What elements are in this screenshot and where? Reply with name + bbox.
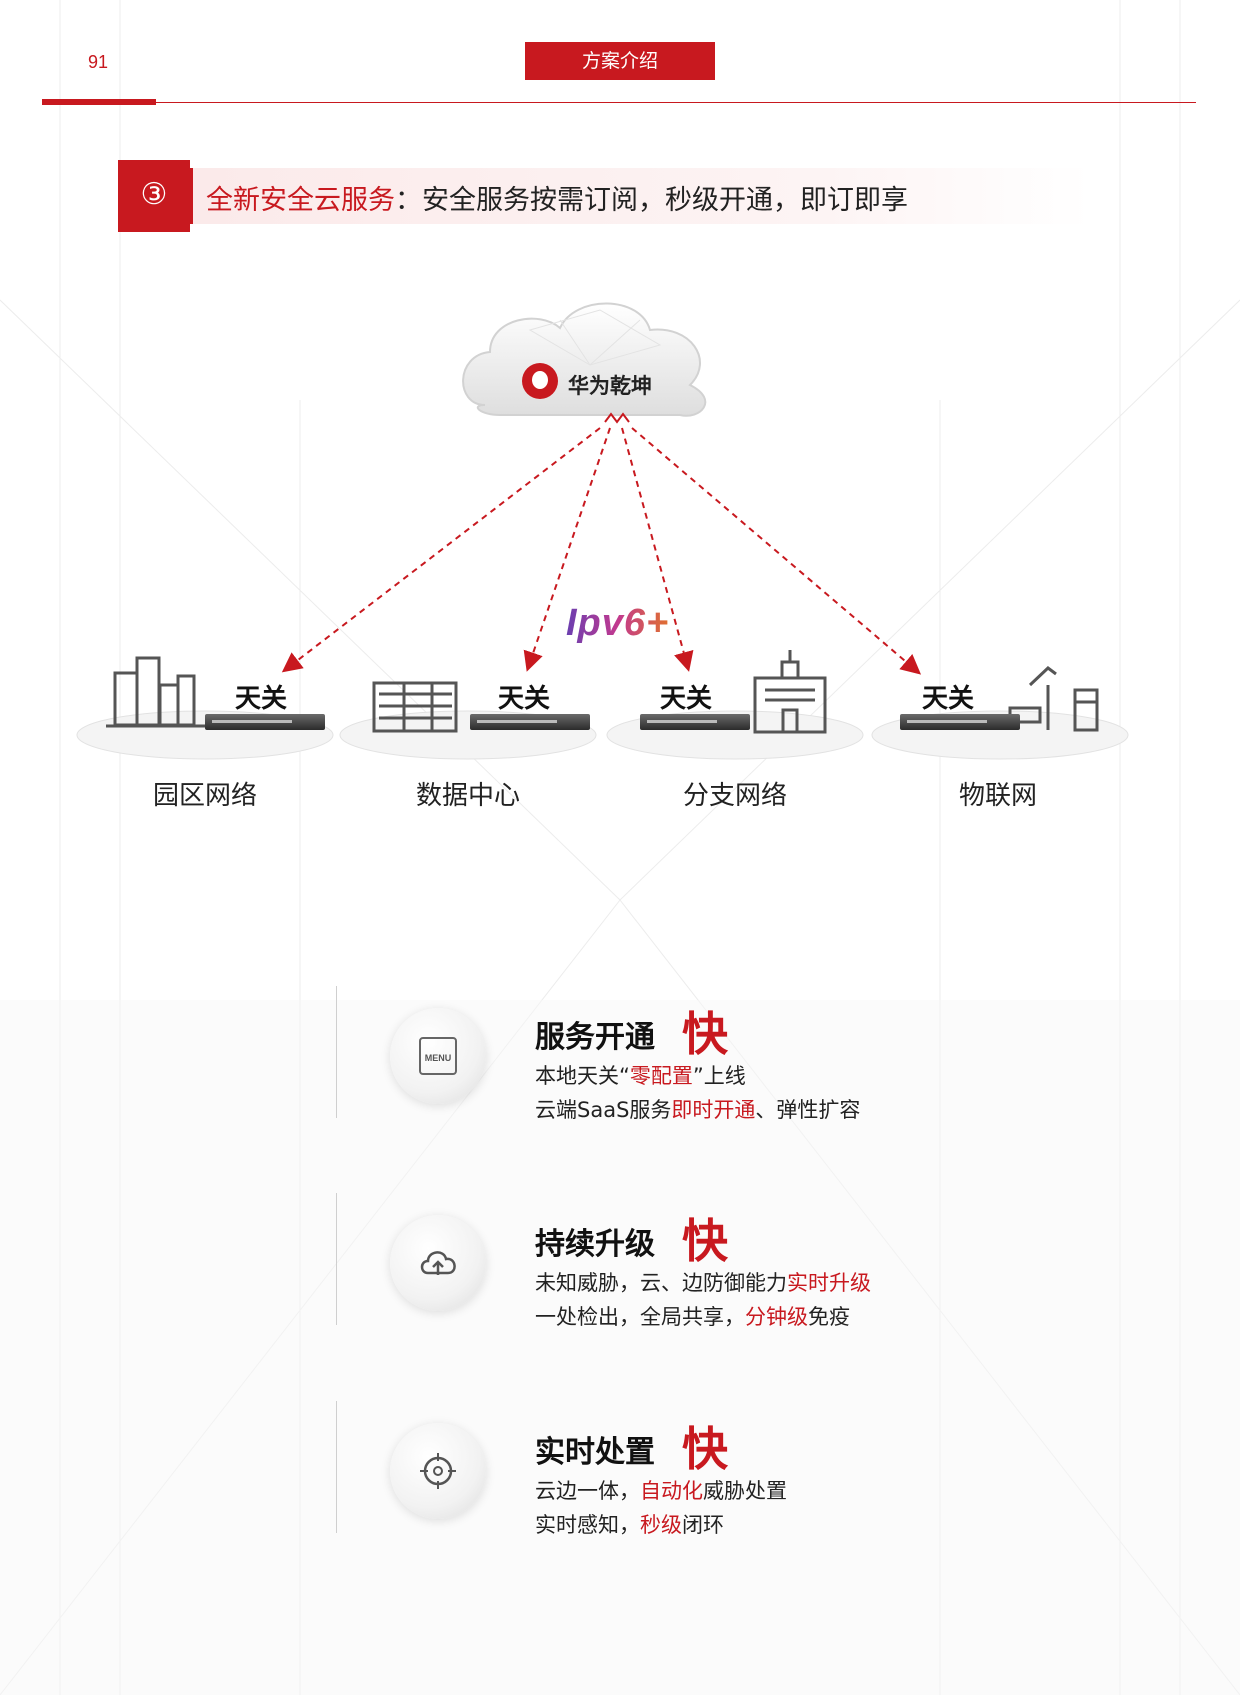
connection-arrows xyxy=(281,427,922,675)
feature-title: 实时处置 xyxy=(535,1435,655,1470)
divider xyxy=(336,1401,337,1533)
gateway-devices xyxy=(205,714,1020,730)
feature-fast: 快 xyxy=(682,1007,728,1061)
section-title-rest: ：安全服务按需订阅，秒级开通，即订即享 xyxy=(395,185,908,216)
header-rule-accent xyxy=(42,99,156,105)
svg-text:MENU: MENU xyxy=(425,1053,452,1063)
target-icon xyxy=(390,1423,486,1519)
huawei-qiankun-logo xyxy=(522,363,558,399)
site-label-datacenter: 数据中心 xyxy=(415,781,520,811)
menu-icon: MENU xyxy=(390,1008,486,1104)
branch-building-icon xyxy=(753,650,827,734)
ipv6-badge: Ipv6+ xyxy=(566,602,670,644)
feature-fast: 快 xyxy=(682,1214,728,1268)
page-number: 91 xyxy=(88,52,109,72)
site-label-iot: 物联网 xyxy=(958,781,1037,811)
network-diagram: 华为乾坤 Ipv6+ 天关 天关 天关 天关 园区网络 数据中心 分支网络 物联… xyxy=(0,290,1240,850)
site-label-campus: 园区网络 xyxy=(152,781,257,811)
feature-line: 本地天关“零配置”上线 xyxy=(535,1064,746,1088)
campus-buildings-icon xyxy=(106,656,205,728)
feature-item: MENU 服务开通 快 本地天关“零配置”上线 云端SaaS服务即时开通、弹性扩… xyxy=(330,986,1030,1138)
gateway-label: 天关 xyxy=(498,684,551,714)
feature-line: 云边一体，自动化威胁处置 xyxy=(535,1479,787,1503)
feature-item: 持续升级 快 未知威胁，云、边防御能力实时升级 一处检出，全局共享，分钟级免疫 xyxy=(330,1193,1030,1345)
feature-fast: 快 xyxy=(682,1422,728,1476)
cloud-label: 华为乾坤 xyxy=(568,374,652,398)
divider xyxy=(336,1193,337,1325)
gateway-label: 天关 xyxy=(660,684,713,714)
section-number: ③ xyxy=(118,160,190,232)
feature-title: 服务开通 xyxy=(535,1020,655,1055)
feature-line: 云端SaaS服务即时开通、弹性扩容 xyxy=(535,1098,861,1122)
feature-title: 持续升级 xyxy=(535,1227,655,1262)
header-rule xyxy=(42,102,1196,103)
gateway-label: 天关 xyxy=(922,684,975,714)
cloud-upload-icon xyxy=(390,1215,486,1311)
feature-line: 一处检出，全局共享，分钟级免疫 xyxy=(535,1305,850,1329)
section-bar xyxy=(190,168,1091,224)
section-tab: 方案介绍 xyxy=(525,42,715,80)
section-title: 全新安全云服务：安全服务按需订阅，秒级开通，即订即享 xyxy=(206,178,908,217)
feature-item: 实时处置 快 云边一体，自动化威胁处置 实时感知，秒级闭环 xyxy=(330,1401,1030,1553)
gateway-label: 天关 xyxy=(235,684,288,714)
datacenter-racks-icon xyxy=(372,681,458,733)
section-heading: ③ 全新安全云服务：安全服务按需订阅，秒级开通，即订即享 xyxy=(118,160,1091,232)
feature-line: 实时感知，秒级闭环 xyxy=(535,1513,724,1537)
feature-line: 未知威胁，云、边防御能力实时升级 xyxy=(535,1271,871,1295)
site-label-branch: 分支网络 xyxy=(682,781,787,811)
divider xyxy=(336,986,337,1118)
section-title-highlight: 全新安全云服务 xyxy=(206,185,395,216)
